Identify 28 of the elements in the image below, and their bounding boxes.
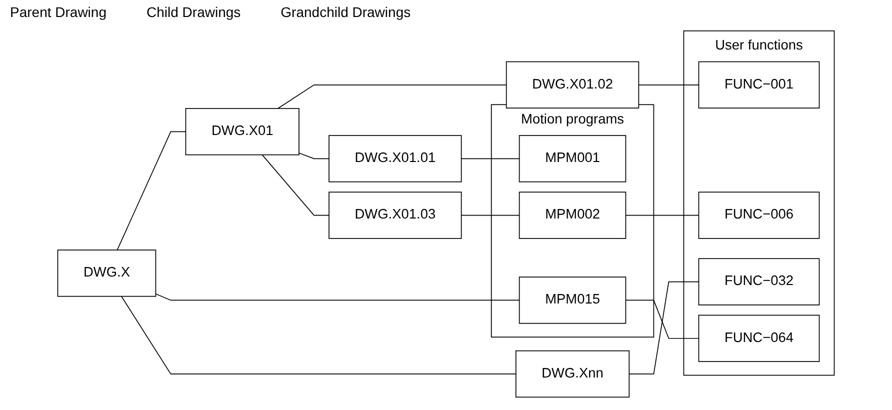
node-box: FUNC−032: [698, 258, 820, 306]
connector: [460, 214, 520, 216]
connector: [262, 154, 330, 216]
connector: [638, 84, 700, 86]
node-box: DWG.X01.03: [328, 192, 462, 239]
connector: [121, 296, 516, 374]
node-box: DWG.X: [57, 250, 156, 297]
node-box: FUNC−064: [698, 314, 820, 362]
node-box: FUNC−001: [698, 61, 820, 108]
connector: [155, 293, 520, 301]
node-box: MPM002: [518, 192, 626, 239]
connector: [628, 281, 700, 374]
connector: [277, 84, 507, 109]
node-box: DWG.X01: [185, 108, 300, 156]
column-heading: Parent Drawing: [10, 4, 106, 20]
node-box: DWG.Xnn: [515, 350, 630, 398]
node-box: MPM001: [518, 135, 626, 182]
connector: [298, 152, 330, 160]
column-heading: Child Drawings: [146, 4, 241, 20]
node-box: DWG.X01.01: [328, 135, 462, 182]
connector: [460, 158, 520, 160]
connector: [116, 131, 186, 250]
connector: [625, 214, 700, 216]
node-box: MPM015: [518, 276, 626, 324]
node-box: DWG.X01.02: [506, 61, 640, 108]
column-heading: Grandchild Drawings: [280, 4, 411, 20]
connector: [625, 300, 700, 339]
node-box: FUNC−006: [698, 192, 820, 239]
